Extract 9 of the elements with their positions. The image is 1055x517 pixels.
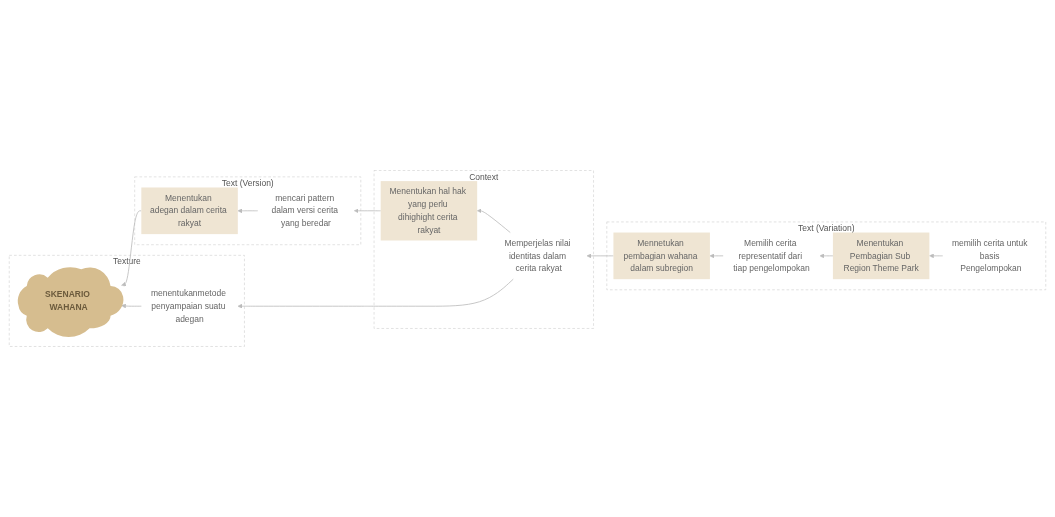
node-text: mencari pattern dalam versi cerita yang beredar [271, 193, 338, 228]
node-box: Menentukan adegan dalam cerita rakyat [141, 187, 238, 235]
node-text: menentukanmetode penyampaian suatu adegan [150, 288, 226, 324]
node-box: Menentukan Pembagian Sub Region Theme Park [832, 232, 930, 280]
node-text: memilih cerita untuk basis Pengelompokan [952, 238, 1028, 273]
node-text: Memilih cerita representatif dari tiap pengelompokan [733, 238, 810, 273]
node-text: Memperjelas nilai identitas dalam cerita rakyat [504, 238, 571, 273]
node-box: Menentukan hal hak yang perlu dihighight cerita rakyat [380, 181, 478, 241]
node-box: Mennetukan pembagian wahana dalam subregion [613, 232, 710, 280]
